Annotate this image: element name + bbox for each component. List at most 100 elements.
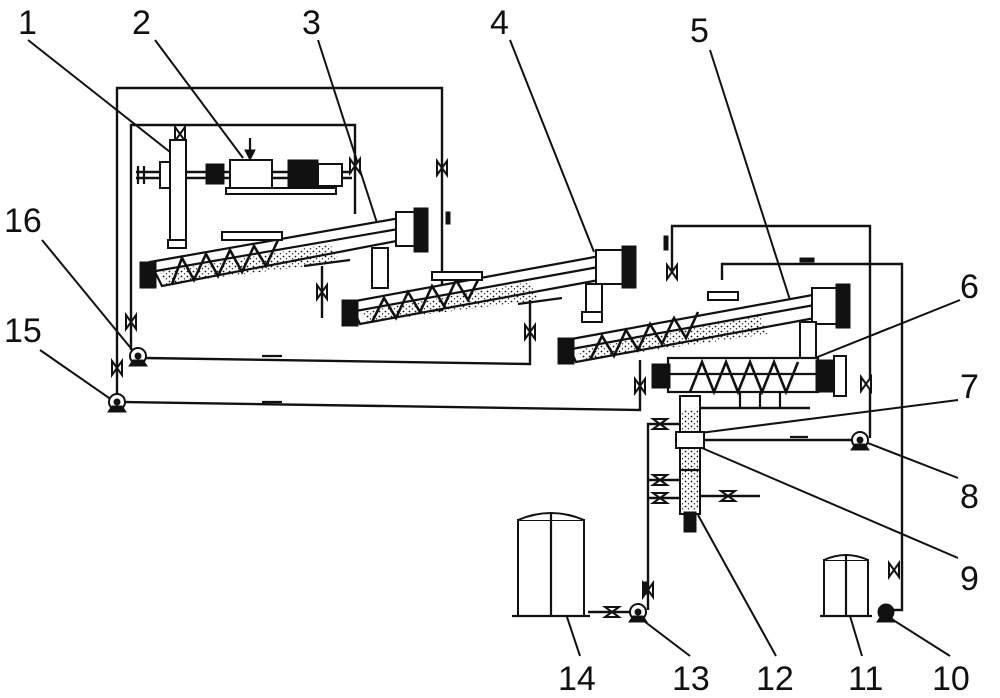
inlet-hopper-4 bbox=[431, 271, 483, 281]
column-bottom-12 bbox=[683, 511, 697, 533]
leader-16 bbox=[41, 239, 135, 353]
motor-3 bbox=[139, 261, 157, 289]
inlet-hopper-3 bbox=[221, 231, 283, 241]
leader-13 bbox=[639, 617, 691, 657]
valve-15 bbox=[649, 492, 671, 504]
inlet-hopper-5 bbox=[707, 291, 739, 301]
separation-column bbox=[675, 395, 705, 533]
leader-2 bbox=[154, 39, 244, 159]
outlet-chute-4 bbox=[585, 283, 603, 315]
screw-washer-6 bbox=[651, 355, 847, 408]
drive-4 bbox=[621, 245, 637, 289]
valve-14 bbox=[649, 474, 671, 486]
part-labels: 1 2 3 4 5 6 7 8 9 10 11 12 13 14 15 16 bbox=[4, 4, 979, 698]
label-3: 3 bbox=[302, 4, 321, 42]
screw-flight-5 bbox=[588, 311, 700, 361]
leader-9 bbox=[701, 447, 959, 559]
outlet-chute-5 bbox=[799, 321, 817, 363]
valve-16 bbox=[717, 490, 739, 502]
pump-10 bbox=[876, 603, 896, 623]
label-12: 12 bbox=[756, 660, 794, 698]
pumps bbox=[107, 347, 896, 623]
drive-base bbox=[225, 187, 337, 195]
vertical-feed-pipe bbox=[169, 139, 187, 241]
valve-5 bbox=[524, 321, 536, 343]
label-14: 14 bbox=[558, 660, 596, 698]
valve-9 bbox=[888, 559, 900, 581]
storage-tank-14 bbox=[512, 512, 590, 618]
label-6: 6 bbox=[960, 268, 979, 306]
valve-3 bbox=[436, 157, 448, 179]
screw-flight-3 bbox=[170, 239, 280, 285]
feed-arrow-head bbox=[244, 149, 256, 162]
label-5: 5 bbox=[690, 12, 709, 50]
coupling bbox=[205, 163, 225, 185]
leader-11 bbox=[849, 615, 863, 657]
pipe-right-loop bbox=[670, 224, 872, 438]
label-9: 9 bbox=[960, 560, 979, 598]
piping bbox=[115, 86, 904, 614]
leader-6 bbox=[814, 299, 961, 359]
column-flange-7 bbox=[675, 431, 705, 449]
drive-3 bbox=[413, 207, 429, 253]
motor-5 bbox=[557, 337, 575, 365]
screw-conveyor-3 bbox=[139, 207, 429, 289]
drive-5 bbox=[835, 283, 851, 329]
valve-11 bbox=[316, 281, 328, 303]
valve-13 bbox=[649, 418, 671, 430]
pipe-13-riser bbox=[646, 422, 682, 610]
valve-12 bbox=[174, 123, 186, 145]
label-10: 10 bbox=[932, 660, 970, 698]
leader-7 bbox=[699, 399, 959, 434]
end-housing-5 bbox=[811, 287, 841, 325]
leader-1 bbox=[27, 39, 171, 153]
label-1: 1 bbox=[18, 4, 37, 42]
leader-4 bbox=[509, 39, 595, 253]
label-7: 7 bbox=[960, 368, 979, 406]
screw-conveyor-4 bbox=[341, 245, 637, 327]
valve-8 bbox=[860, 373, 872, 395]
leader-3 bbox=[317, 39, 379, 227]
pipe-16-to-4 bbox=[144, 300, 532, 366]
end-housing-4 bbox=[595, 249, 625, 285]
screw-conveyor-5 bbox=[557, 283, 851, 365]
drive-assembly-2 bbox=[136, 138, 352, 241]
valve-2 bbox=[125, 311, 137, 333]
valve-17 bbox=[601, 606, 623, 618]
valve-1 bbox=[111, 357, 123, 379]
pump-13 bbox=[628, 603, 648, 623]
leader-8 bbox=[859, 439, 959, 479]
motor-body bbox=[287, 159, 319, 189]
motor-4 bbox=[341, 299, 359, 327]
label-4: 4 bbox=[490, 4, 509, 42]
pipe-right-outer bbox=[720, 262, 904, 612]
valve-4 bbox=[349, 155, 361, 177]
pump-15 bbox=[107, 393, 127, 413]
label-16: 16 bbox=[4, 202, 42, 240]
leader-10 bbox=[889, 617, 951, 657]
flow-tags bbox=[445, 211, 815, 595]
pump-16 bbox=[128, 347, 148, 367]
valves bbox=[111, 123, 900, 618]
label-15: 15 bbox=[4, 312, 42, 350]
leader-12 bbox=[697, 514, 777, 657]
motor-end bbox=[317, 163, 343, 187]
leader-15 bbox=[39, 349, 113, 401]
label-11: 11 bbox=[848, 660, 883, 698]
pump-8 bbox=[850, 431, 870, 451]
label-8: 8 bbox=[960, 478, 979, 516]
outlet-chute-3 bbox=[371, 247, 389, 289]
screw-flight-6 bbox=[688, 358, 800, 396]
storage-tank-11 bbox=[820, 554, 872, 618]
motor-6 bbox=[651, 363, 671, 389]
label-13: 13 bbox=[672, 660, 710, 698]
leader-5 bbox=[709, 49, 791, 301]
valve-7 bbox=[666, 261, 678, 283]
gearbox-box bbox=[229, 159, 273, 191]
pipe-inner-loop bbox=[129, 123, 357, 350]
valve-6 bbox=[634, 375, 646, 397]
label-2: 2 bbox=[132, 4, 151, 42]
pipe-15-to-5 bbox=[123, 360, 642, 412]
